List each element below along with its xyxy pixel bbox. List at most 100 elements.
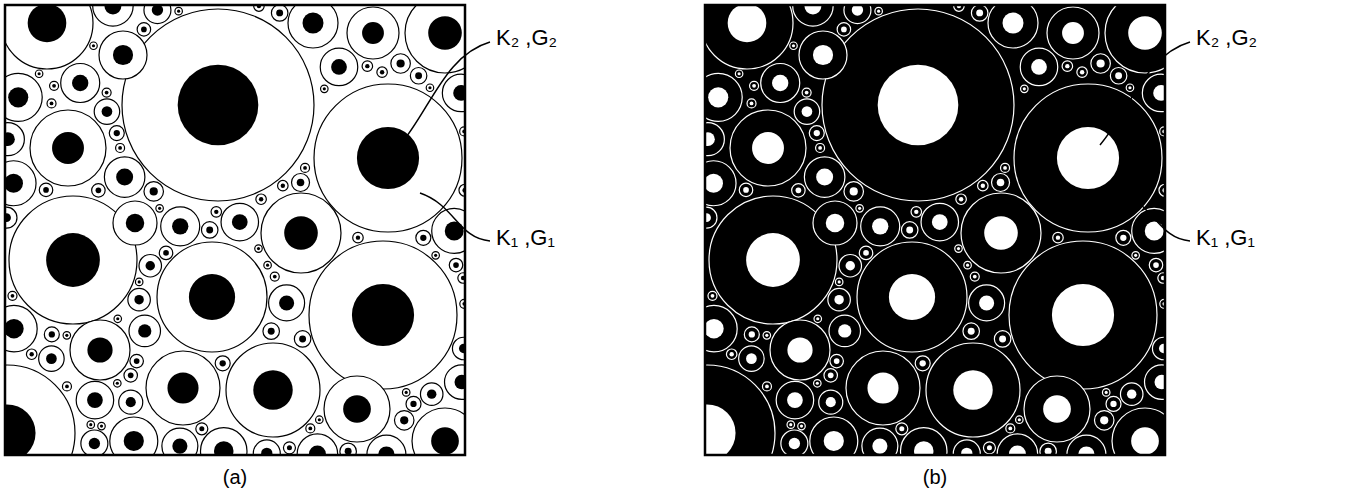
sphere-core xyxy=(1062,22,1084,44)
coated-sphere xyxy=(901,222,918,239)
coated-sphere xyxy=(798,422,806,430)
sphere-coating xyxy=(875,7,883,15)
coated-sphere xyxy=(705,73,742,121)
sphere-coating xyxy=(969,285,1005,321)
coated-sphere xyxy=(261,193,341,273)
sphere-core xyxy=(1056,235,1060,239)
coated-sphere xyxy=(844,182,864,202)
sphere-coating xyxy=(442,74,465,112)
coated-sphere xyxy=(994,331,1011,348)
sphere-core xyxy=(816,317,819,320)
panel-label: (a) xyxy=(223,466,247,488)
sphere-core xyxy=(818,146,822,150)
coated-sphere xyxy=(270,272,279,281)
sphere-coating xyxy=(81,430,108,455)
sphere-coating xyxy=(956,194,967,205)
coated-sphere xyxy=(839,254,862,277)
sphere-coating xyxy=(99,31,147,79)
coated-sphere xyxy=(953,440,980,455)
sphere-core xyxy=(128,373,134,379)
sphere-coating xyxy=(156,205,164,213)
coated-sphere xyxy=(157,242,267,352)
coated-sphere xyxy=(309,241,457,389)
sphere-core xyxy=(800,425,803,428)
coated-sphere xyxy=(955,245,963,253)
sphere-coating xyxy=(856,205,864,213)
sphere-coating xyxy=(124,369,138,383)
sphere-core xyxy=(38,72,41,75)
sphere-coating xyxy=(896,423,908,435)
sphere-core xyxy=(8,87,28,107)
coated-sphere xyxy=(794,99,820,125)
coated-sphere xyxy=(92,184,106,198)
sphere-core xyxy=(1110,401,1116,407)
coated-sphere xyxy=(1016,416,1024,424)
sphere-core xyxy=(343,395,371,423)
coated-sphere xyxy=(1145,365,1165,400)
coated-sphere xyxy=(39,346,65,372)
sphere-coating xyxy=(87,421,95,429)
coated-sphere xyxy=(129,315,161,347)
sphere-coating xyxy=(122,9,314,201)
sphere-coating xyxy=(98,422,106,430)
sphere-core xyxy=(259,197,263,201)
sphere-coating xyxy=(964,261,972,269)
coated-sphere xyxy=(161,207,200,246)
sphere-coating xyxy=(283,442,295,454)
sphere-core xyxy=(738,72,741,75)
coated-sphere xyxy=(321,85,329,93)
panel-b xyxy=(639,0,1185,500)
sphere-coating xyxy=(1062,61,1073,71)
sphere-coating xyxy=(822,9,1014,201)
sphere-core xyxy=(953,370,992,409)
coated-sphere xyxy=(1091,54,1111,73)
sphere-coating xyxy=(1132,252,1140,259)
property-label: K₁ ,G₁ xyxy=(1196,226,1255,250)
coated-sphere xyxy=(1067,435,1106,455)
leader-line xyxy=(420,193,490,241)
sphere-coating xyxy=(1120,383,1143,406)
sphere-core xyxy=(816,169,833,186)
sphere-core xyxy=(976,9,983,16)
sphere-coating xyxy=(102,88,111,97)
sphere-core xyxy=(749,331,755,337)
sphere-coating xyxy=(196,423,208,435)
sphere-coating xyxy=(844,182,864,202)
sphere-coating xyxy=(1106,396,1121,411)
sphere-coating xyxy=(705,73,742,121)
coated-sphere xyxy=(1132,208,1165,253)
sphere-core xyxy=(431,427,459,455)
coated-sphere xyxy=(705,207,717,228)
sphere-coating xyxy=(5,207,17,228)
sphere-core xyxy=(220,360,226,366)
coated-sphere xyxy=(76,381,114,419)
sphere-core xyxy=(268,328,275,335)
coated-sphere xyxy=(139,254,162,277)
coated-sphere xyxy=(856,205,864,213)
sphere-core xyxy=(177,10,180,13)
sphere-core xyxy=(303,13,324,34)
sphere-core xyxy=(104,5,121,14)
sphere-coating xyxy=(1067,435,1106,455)
sphere-coating xyxy=(320,48,358,86)
sphere-coating xyxy=(835,278,843,286)
sphere-coating xyxy=(324,376,390,442)
sphere-core xyxy=(50,102,54,106)
coated-sphere xyxy=(705,161,736,206)
sphere-core xyxy=(253,370,292,409)
coated-sphere xyxy=(256,194,267,205)
sphere-coating xyxy=(1094,411,1114,431)
sphere-coating xyxy=(292,174,310,192)
coated-sphere xyxy=(128,288,151,311)
sphere-core xyxy=(397,59,405,67)
sphere-core xyxy=(816,382,819,385)
sphere-coating xyxy=(144,5,171,24)
sphere-core xyxy=(434,254,437,257)
sphere-core xyxy=(1003,166,1007,170)
sphere-core xyxy=(5,174,23,193)
coated-sphere xyxy=(790,42,798,50)
sphere-core xyxy=(172,218,188,234)
coated-sphere xyxy=(859,246,873,260)
coated-sphere xyxy=(744,327,759,342)
sphere-coating xyxy=(992,174,1010,192)
